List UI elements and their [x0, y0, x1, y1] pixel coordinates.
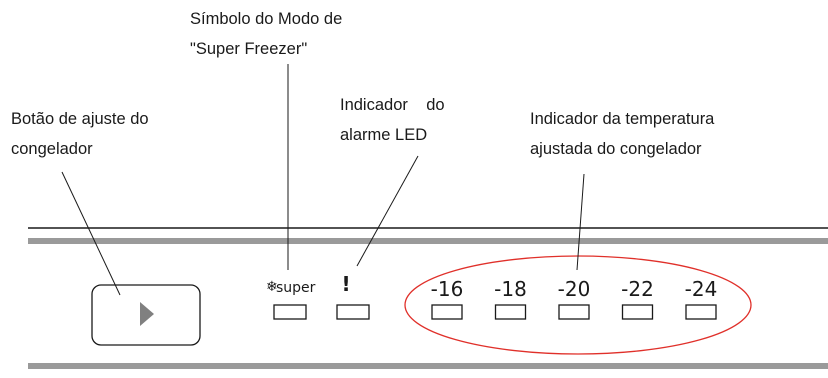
alarm-exclamation-icon: !: [341, 272, 350, 296]
play-arrow-icon: [140, 302, 154, 326]
alarm-led: [336, 304, 370, 320]
temperature-led: [685, 304, 717, 320]
alarm-led-callout-line1: Indicador do: [340, 96, 445, 114]
adjust-button-callout: Botão de ajuste do congelador: [11, 104, 149, 164]
temperature-indicator-group: -16 -18 -20 -22 -24: [431, 277, 718, 320]
temperature-label: -24: [685, 277, 718, 301]
temperature-callout: Indicador da temperatura ajustada do con…: [530, 104, 714, 164]
adjust-button-callout-line1: Botão de ajuste do: [11, 110, 149, 128]
temperature-led: [621, 304, 654, 320]
super-freezer-callout-line2: "Super Freezer": [190, 40, 308, 58]
super-freezer-callout: Símbolo do Modo de "Super Freezer": [190, 4, 342, 64]
temperature-led: [558, 304, 590, 320]
alarm-led-callout-line2: alarme LED: [340, 126, 428, 144]
super-freezer-callout-line1: Símbolo do Modo de: [190, 10, 343, 28]
temperature-callout-line2: ajustada do congelador: [530, 140, 702, 158]
temperature-led: [431, 304, 463, 320]
alarm-led-callout: Indicador do alarme LED: [340, 90, 445, 150]
super-led: [273, 304, 307, 320]
leader-line-temperature: [576, 173, 585, 271]
leader-line-button: [61, 171, 121, 296]
adjust-button-callout-line2: congelador: [11, 140, 93, 158]
temperature-label: -20: [558, 277, 591, 301]
super-label: super: [276, 280, 316, 296]
temperature-label: -16: [431, 277, 464, 301]
snowflake-icon: ❄: [266, 279, 278, 295]
temperature-label: -22: [621, 277, 654, 301]
panel-bottom-strip: [28, 363, 828, 369]
temperature-label: -18: [494, 277, 527, 301]
leader-line-alarm: [356, 155, 419, 267]
panel-top-strip: [28, 238, 828, 244]
temperature-callout-line1: Indicador da temperatura: [530, 110, 715, 128]
temperature-led: [494, 304, 527, 320]
